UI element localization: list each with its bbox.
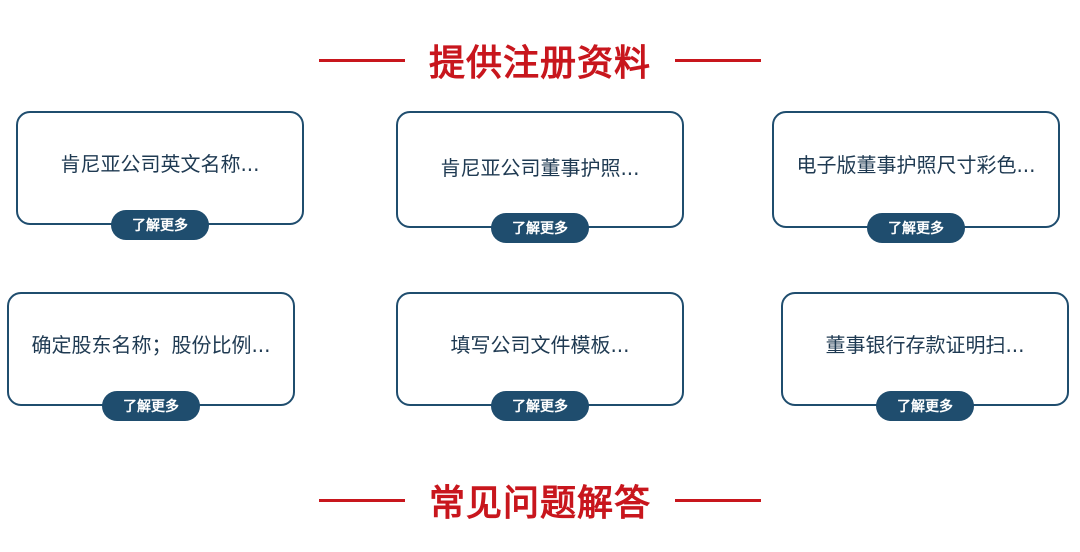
info-card-director-passport: 肯尼亚公司董事护照... 了解更多 [396, 111, 684, 243]
info-card-bank-certificate: 董事银行存款证明扫... 了解更多 [781, 292, 1069, 421]
card-label: 确定股东名称；股份比例... [31, 332, 271, 357]
learn-more-button[interactable]: 了解更多 [111, 210, 209, 240]
info-card-english-name: 肯尼亚公司英文名称... 了解更多 [16, 111, 304, 240]
register-section-header: 提供注册资料 [0, 30, 1080, 90]
card-label: 董事银行存款证明扫... [825, 332, 1025, 357]
card-label: 肯尼亚公司英文名称... [60, 151, 260, 176]
faq-section-title: 常见问题解答 [428, 483, 651, 524]
info-card-shareholders: 确定股东名称；股份比例... 了解更多 [7, 292, 295, 421]
faq-section-header: 常见问题解答 [0, 470, 1080, 530]
title-left-line [318, 498, 405, 502]
learn-more-button[interactable]: 了解更多 [102, 391, 200, 421]
learn-more-button[interactable]: 了解更多 [867, 213, 965, 243]
title-left-line [318, 58, 405, 62]
learn-more-button[interactable]: 了解更多 [491, 391, 589, 421]
info-card-passport-scan: 电子版董事护照尺寸彩色... 了解更多 [772, 111, 1060, 243]
card-label: 填写公司文件模板... [450, 332, 630, 357]
title-right-line [675, 58, 761, 62]
title-right-line [675, 498, 761, 502]
card-label: 电子版董事护照尺寸彩色... [796, 153, 1036, 177]
info-card-company-template: 填写公司文件模板... 了解更多 [396, 292, 684, 421]
register-section-title: 提供注册资料 [428, 43, 651, 84]
card-label: 肯尼亚公司董事护照... [440, 156, 640, 180]
learn-more-button[interactable]: 了解更多 [491, 213, 589, 243]
learn-more-button[interactable]: 了解更多 [876, 391, 974, 421]
